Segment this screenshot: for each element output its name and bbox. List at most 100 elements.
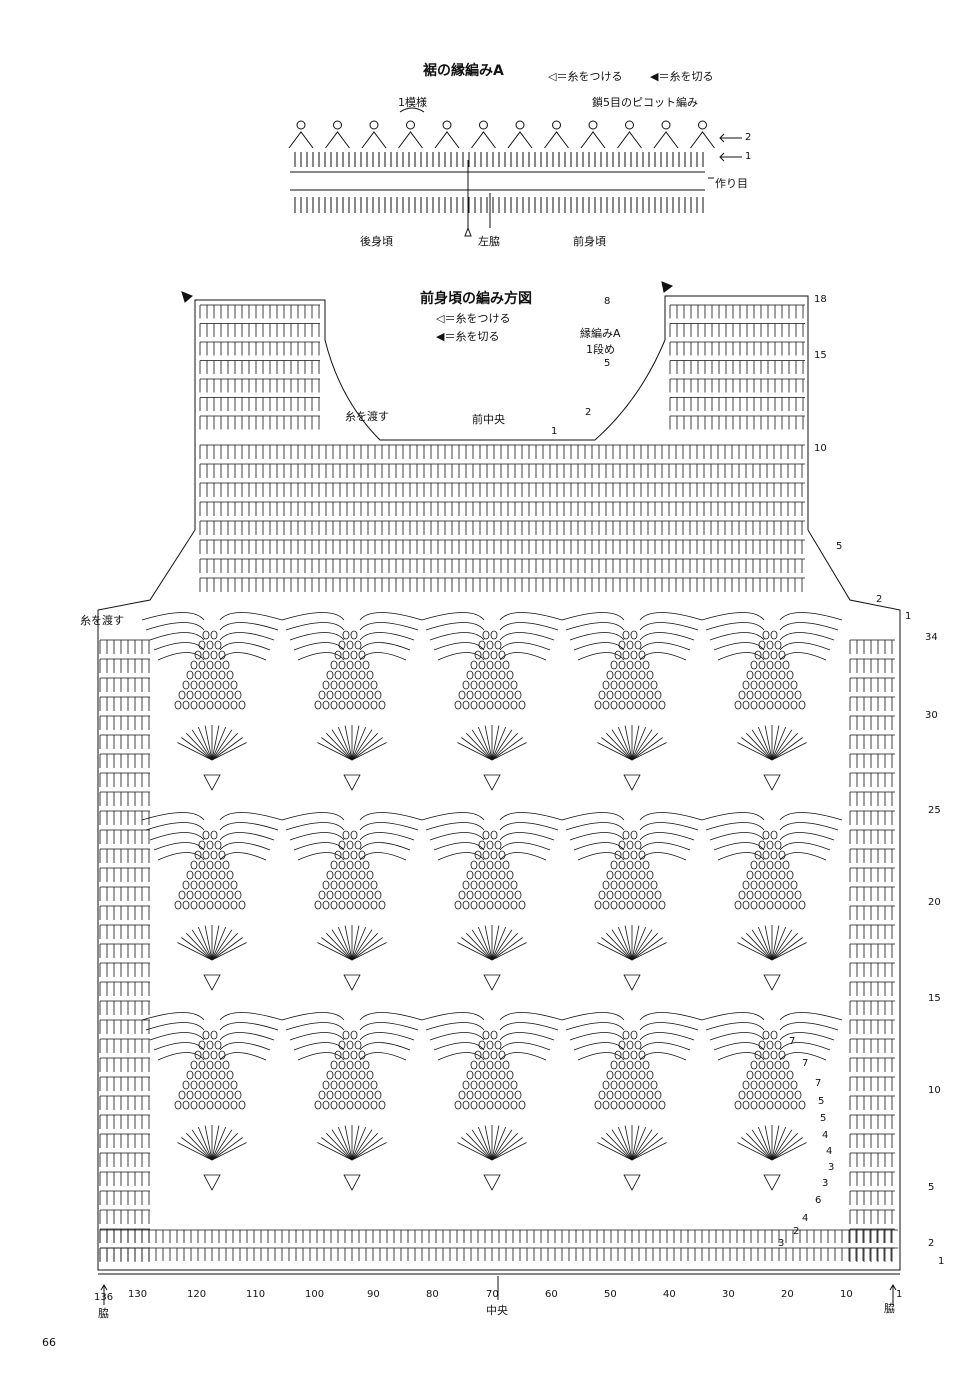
picot-mark	[515, 120, 525, 130]
pineapple-loop	[234, 690, 242, 700]
pineapple-loop	[462, 680, 470, 690]
pineapple-loop	[606, 890, 614, 900]
pineapple-loop	[518, 700, 526, 710]
pineapple-loop	[602, 880, 610, 890]
pineapple-loop	[502, 1080, 510, 1090]
base-fan-stitch	[745, 732, 773, 761]
fan-arc	[569, 1032, 625, 1041]
pineapple-loop	[226, 1070, 234, 1080]
pineapple-loop	[626, 640, 634, 650]
pineapple-loop	[482, 630, 490, 640]
base-fan-stitch	[344, 925, 353, 961]
pineapple-loop	[198, 660, 206, 670]
pineapple-loop	[374, 1090, 382, 1100]
pineapple-loop	[478, 880, 486, 890]
pineapple-loop	[498, 870, 506, 880]
base-fan-stitch	[211, 726, 227, 761]
pineapple-loop	[178, 690, 186, 700]
base-fan-stitch	[461, 737, 493, 761]
pineapple-loop	[486, 700, 494, 710]
fan-arc	[141, 812, 205, 821]
pineapple-loop	[762, 1050, 770, 1060]
base-fan-stitch	[491, 926, 507, 961]
fan-arc	[433, 642, 485, 651]
pineapple-loop	[470, 680, 478, 690]
pineapple-loop	[594, 900, 602, 910]
base-fan-stitch	[771, 926, 787, 961]
fan-arc	[499, 1052, 547, 1061]
pineapple-loop	[462, 700, 470, 710]
base-fan-stitch	[331, 729, 353, 761]
pineapple-loop	[362, 1080, 370, 1090]
carry-yarn-side: 糸を渡す	[80, 614, 124, 627]
fan-arc	[359, 822, 419, 831]
pineapple-loop	[478, 640, 486, 650]
pineapple-loop	[738, 1090, 746, 1100]
pineapple-loop	[646, 870, 654, 880]
pineapple-loop	[454, 900, 462, 910]
pineapple-loop	[194, 850, 202, 860]
pineapple-loop	[342, 690, 350, 700]
pineapple-loop	[490, 690, 498, 700]
fan-arc	[639, 852, 687, 861]
base-fan-stitch	[597, 1142, 633, 1161]
pineapple-loop	[346, 700, 354, 710]
shell-bottom	[623, 1174, 641, 1191]
fan-arc	[285, 1022, 345, 1031]
pineapple-loop	[774, 700, 782, 710]
pineapple-loop	[202, 690, 210, 700]
base-fan-stitch	[771, 1137, 803, 1161]
pineapple-loop	[794, 1090, 802, 1100]
pineapple-loop	[634, 1080, 642, 1090]
pineapple-loop	[622, 890, 630, 900]
pineapple-loop	[750, 900, 758, 910]
pineapple-loop	[630, 870, 638, 880]
fan-arc	[705, 822, 765, 831]
pineapple-loop	[798, 700, 806, 710]
picot-mark	[296, 120, 306, 130]
pineapple-loop	[214, 640, 222, 650]
base-fan-stitch	[751, 1129, 773, 1161]
base-fan-stitch	[351, 1137, 383, 1161]
pineapple-loop	[634, 680, 642, 690]
fan-mark	[288, 131, 314, 149]
pineapple-loop	[338, 860, 346, 870]
shell-bottom	[343, 1174, 361, 1191]
fan-mark	[580, 131, 606, 149]
fan-arc	[359, 1012, 423, 1021]
fan-arc	[149, 1032, 205, 1041]
pineapple-loop	[626, 1100, 634, 1110]
fan-arc	[289, 832, 345, 841]
pineapple-loop	[486, 680, 494, 690]
fan-arc	[285, 822, 345, 831]
pineapple-loop	[466, 890, 474, 900]
stitch-80: 80	[426, 1289, 439, 1300]
pineapple-loop	[642, 880, 650, 890]
edge-label-1: 縁編みA	[580, 327, 621, 340]
pineapple-loop	[630, 830, 638, 840]
fan-arc	[565, 622, 625, 631]
shell-bottom	[763, 1174, 781, 1191]
fan-arc	[219, 812, 283, 821]
pineapple-loop	[202, 850, 210, 860]
fan-arc	[499, 642, 551, 651]
base-fan-stitch	[351, 742, 387, 761]
base-fan-stitch	[631, 1142, 667, 1161]
pineapple-loop	[490, 1070, 498, 1080]
pineapple-loop	[494, 860, 502, 870]
fan-arc	[639, 622, 699, 631]
pineapple-loop	[230, 700, 238, 710]
pineapple-loop	[514, 890, 522, 900]
fan-arc	[359, 632, 415, 641]
pineapple-loop	[350, 830, 358, 840]
pineapple-loop	[750, 680, 758, 690]
fan-arc	[561, 812, 625, 821]
fan-arc	[499, 1042, 551, 1051]
base-fan-stitch	[771, 925, 780, 961]
base-fan-stitch	[465, 932, 493, 961]
pineapple-loop	[626, 1080, 634, 1090]
pineapple-loop	[490, 650, 498, 660]
pineapple-loop	[754, 650, 762, 660]
fan-arc	[145, 822, 205, 831]
pineapple-loop	[454, 700, 462, 710]
